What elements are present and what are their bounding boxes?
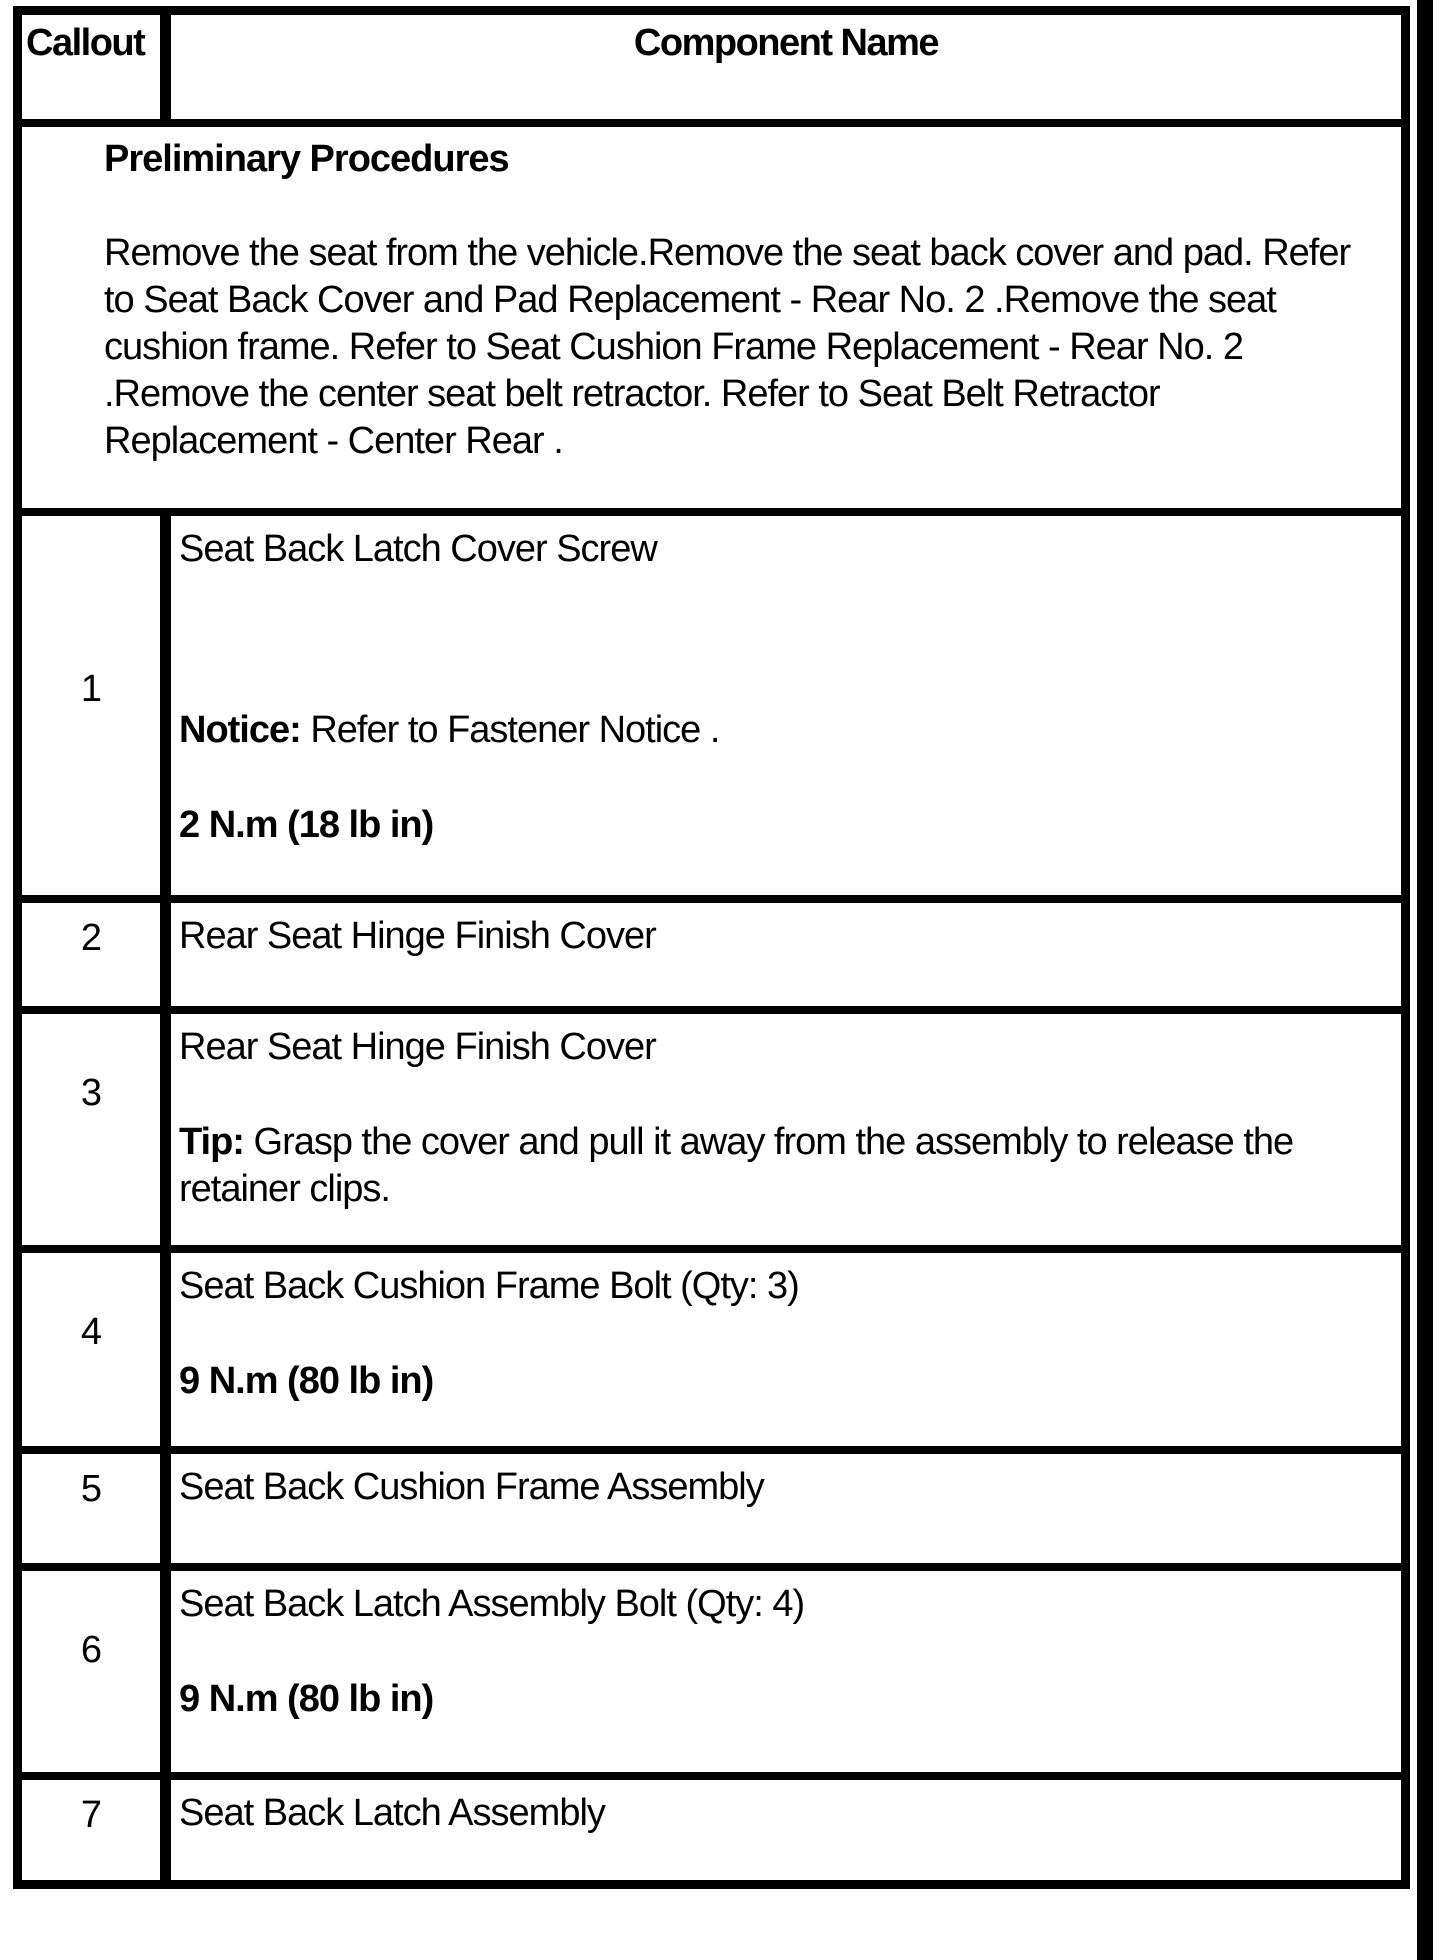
notice-text: Refer to Fastener Notice . bbox=[300, 709, 720, 751]
table-row: 4 Seat Back Cushion Frame Bolt (Qty: 3) … bbox=[22, 1245, 1401, 1446]
component-title: Seat Back Latch Assembly Bolt (Qty: 4) bbox=[179, 1583, 805, 1625]
component-cell: Seat Back Latch Assembly Bolt (Qty: 4) 9… bbox=[171, 1571, 1401, 1772]
blank-line bbox=[104, 183, 1375, 230]
table-row: 6 Seat Back Latch Assembly Bolt (Qty: 4)… bbox=[22, 1563, 1401, 1772]
component-cell: Seat Back Latch Cover Screw Notice: Refe… bbox=[171, 516, 1401, 895]
torque-spec: 2 N.m (18 lb in) bbox=[179, 804, 434, 846]
preliminary-procedures-heading: Preliminary Procedures bbox=[104, 138, 510, 180]
callout-number: 6 bbox=[80, 1629, 102, 1671]
table-row: 7 Seat Back Latch Assembly bbox=[22, 1772, 1401, 1880]
component-cell: Rear Seat Hinge Finish Cover bbox=[171, 903, 1401, 1006]
callout-number: 5 bbox=[80, 1468, 102, 1510]
component-title: Rear Seat Hinge Finish Cover bbox=[179, 915, 657, 957]
scan-edge-bar bbox=[1417, 0, 1433, 1960]
callout-cell: 1 bbox=[22, 516, 171, 895]
torque-spec: 9 N.m (80 lb in) bbox=[179, 1360, 434, 1402]
callout-number: 4 bbox=[80, 1311, 102, 1353]
preliminary-procedures-cell: Preliminary Procedures Remove the seat f… bbox=[22, 127, 1401, 508]
component-cell: Seat Back Latch Assembly bbox=[171, 1780, 1401, 1880]
notice-line: Notice: Refer to Fastener Notice . bbox=[179, 707, 1381, 754]
table-row: 3 Rear Seat Hinge Finish Cover Tip: Gras… bbox=[22, 1006, 1401, 1245]
callout-column-header: Callout bbox=[22, 15, 171, 119]
component-cell: Seat Back Cushion Frame Bolt (Qty: 3) 9 … bbox=[171, 1253, 1401, 1446]
table-header-row: Callout Component Name bbox=[22, 15, 1401, 119]
component-title: Seat Back Latch Cover Screw bbox=[179, 528, 658, 570]
component-title: Seat Back Cushion Frame Assembly bbox=[179, 1466, 765, 1508]
callout-cell: 4 bbox=[22, 1253, 171, 1446]
callout-cell: 2 bbox=[22, 903, 171, 1006]
callout-cell: 5 bbox=[22, 1454, 171, 1563]
component-cell: Seat Back Cushion Frame Assembly bbox=[171, 1454, 1401, 1563]
callout-cell: 3 bbox=[22, 1014, 171, 1245]
table-row: 5 Seat Back Cushion Frame Assembly bbox=[22, 1446, 1401, 1563]
callout-cell: 7 bbox=[22, 1780, 171, 1880]
component-title: Seat Back Cushion Frame Bolt (Qty: 3) bbox=[179, 1265, 800, 1307]
component-title: Rear Seat Hinge Finish Cover bbox=[179, 1026, 657, 1068]
callout-number: 3 bbox=[80, 1072, 102, 1114]
tip-text: Grasp the cover and pull it away from th… bbox=[179, 1121, 1294, 1210]
component-name-column-header: Component Name bbox=[633, 22, 940, 64]
table-row: 1 Seat Back Latch Cover Screw Notice: Re… bbox=[22, 508, 1401, 895]
callout-cell: 6 bbox=[22, 1571, 171, 1772]
preliminary-procedures-row: Preliminary Procedures Remove the seat f… bbox=[22, 119, 1401, 508]
callout-number: 7 bbox=[80, 1794, 102, 1836]
component-title: Seat Back Latch Assembly bbox=[179, 1792, 606, 1834]
tip-line: Tip: Grasp the cover and pull it away fr… bbox=[179, 1119, 1381, 1213]
callout-number: 2 bbox=[80, 917, 102, 959]
component-cell: Rear Seat Hinge Finish Cover Tip: Grasp … bbox=[171, 1014, 1401, 1245]
preliminary-procedures-body: Remove the seat from the vehicle.Remove … bbox=[104, 232, 1351, 462]
tip-label: Tip: bbox=[179, 1121, 245, 1163]
notice-label: Notice: bbox=[179, 709, 302, 751]
torque-spec: 9 N.m (80 lb in) bbox=[179, 1678, 434, 1720]
table-row: 2 Rear Seat Hinge Finish Cover bbox=[22, 895, 1401, 1006]
component-table: Callout Component Name Preliminary Proce… bbox=[13, 6, 1410, 1889]
callout-number: 1 bbox=[80, 668, 102, 710]
